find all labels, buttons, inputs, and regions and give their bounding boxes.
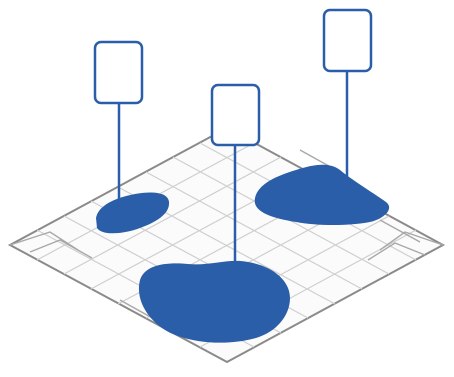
callout-left-box[interactable] <box>93 40 144 105</box>
map-regions <box>96 164 390 343</box>
region-right[interactable] <box>254 164 390 225</box>
map-callouts <box>93 8 373 266</box>
region-left[interactable] <box>96 192 170 234</box>
callout-right-box[interactable] <box>322 8 373 73</box>
region-center[interactable] <box>138 260 290 343</box>
callout-center-box[interactable] <box>210 83 261 147</box>
